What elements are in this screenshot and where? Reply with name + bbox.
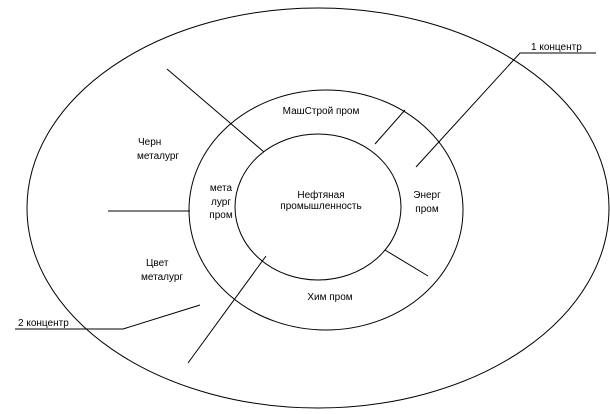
divider-mash-energ [374,109,406,145]
label-him: Хим пром [307,292,352,303]
label-mashstroy: МашСтрой пром [283,106,360,117]
outer-circle [26,7,610,409]
center-label-line2: промышленность [280,201,361,212]
label-chern-line2: металург [137,151,179,162]
middle-circle [188,89,464,331]
divider-chern-top [166,68,265,153]
center-label-line1: Нефтяная [297,189,344,201]
label-energ-line1: Энерг [413,190,441,201]
callout-line-1 [415,52,596,168]
label-chern-line1: Черн [138,137,161,148]
divider-energ-him [384,249,429,277]
label-energ-line2: пром [415,204,439,215]
label-tsvet-line1: Цвет [146,258,169,269]
label-tsvet-line2: металург [141,272,183,283]
divider-him-metal-outer [187,255,267,364]
label-metal-line1: мета [210,183,233,194]
callout-line-2 [15,304,201,330]
callout-label-1: 1 концентр [531,42,582,53]
label-metal-line3: пром [209,210,233,221]
callout-label-2: 2 концентр [18,318,69,329]
center-circle [234,133,402,281]
label-metal-line2: лург [211,197,231,208]
